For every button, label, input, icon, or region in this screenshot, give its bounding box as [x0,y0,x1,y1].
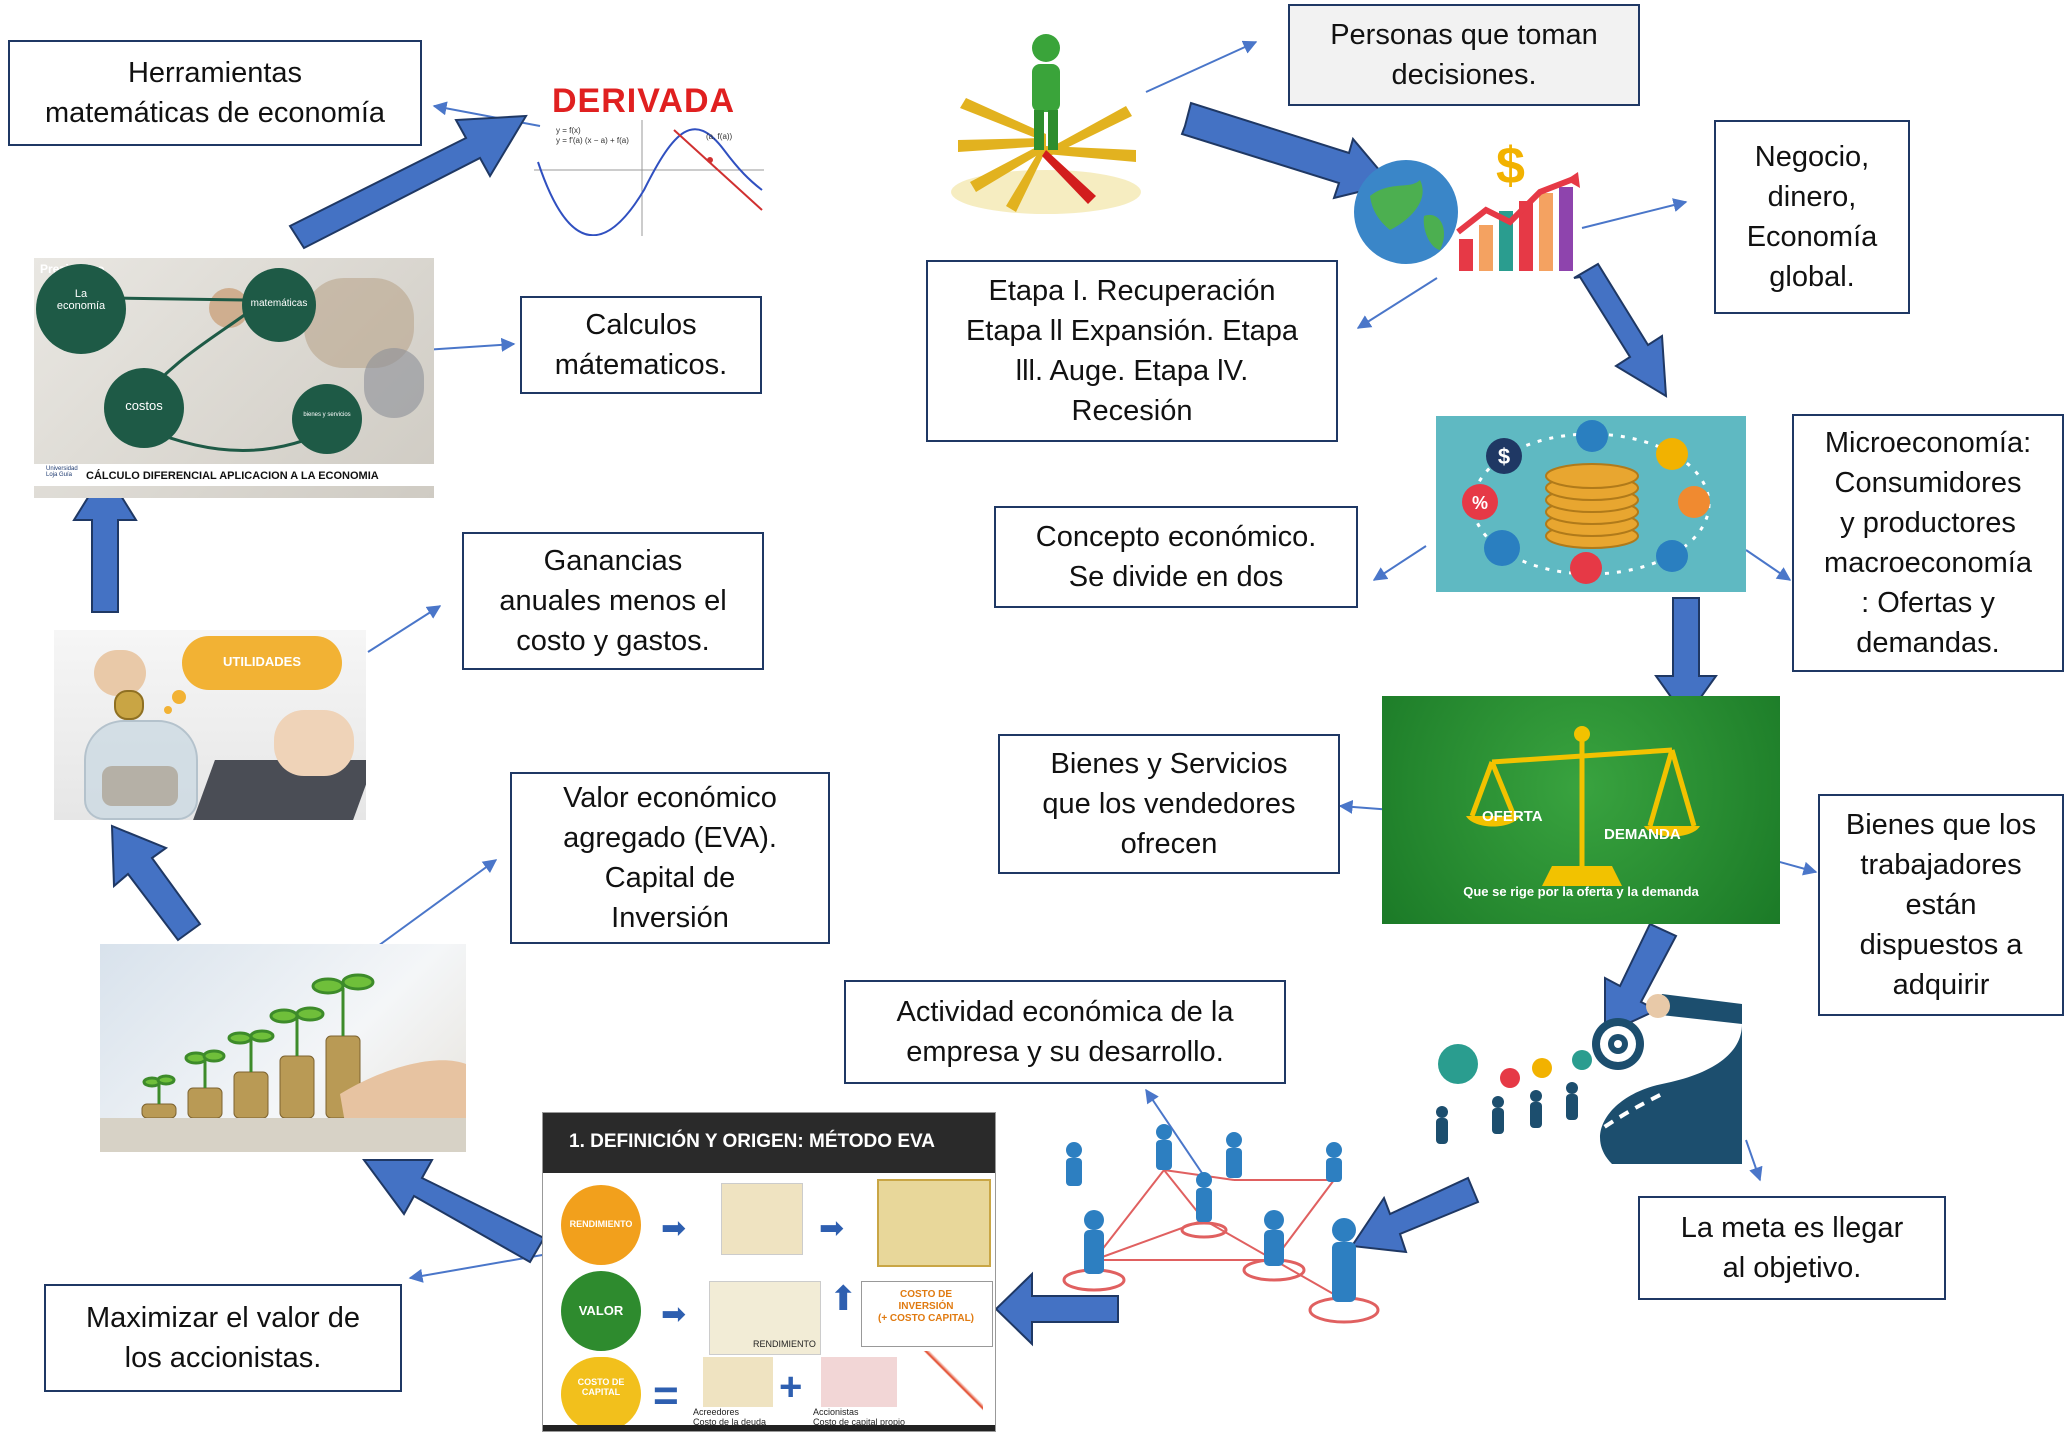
flow-arrow-7 [362,1159,546,1264]
prezi-logo: Universidad Loja Guía [46,466,78,478]
connector-meta [1745,1139,1763,1182]
goal-target-image [1412,984,1742,1164]
eva-costo-inversion: COSTO DE INVERSIÓN (+ COSTO CAPITAL) [877,1289,975,1324]
prezi-node-costos: costos [125,398,163,413]
derivada-point-label: (a, f(a)) [706,132,733,141]
derivada-title: DERIVADA [552,82,736,120]
box-herramientas: Herramientas matemáticas de economía [8,40,422,146]
box-calculos: Calculos mátematicos. [520,296,762,394]
derivada-legend-1: y = f(x) [556,126,581,135]
box-bienes-servicios: Bienes y Servicios que los vendedores of… [998,734,1340,874]
box-actividad: Actividad económica de la empresa y su d… [844,980,1286,1084]
box-meta: La meta es llegar al objetivo. [1638,1196,1946,1300]
globe-economy-image: $ [1350,140,1586,276]
connector-calculos [423,337,516,352]
utilidades-cloud-label: UTILIDADES [223,654,301,669]
connector-personas [1145,40,1258,93]
eva-circle-valor: VALOR [578,1303,624,1318]
plants-coins-image [100,944,466,1152]
flow-arrow-6 [994,1271,1119,1347]
connector-micro [1745,549,1792,581]
utilidades-image: UTILIDADES [54,630,366,820]
balanza-oferta-label: OFERTA [1482,808,1543,825]
derivada-graph [534,120,764,236]
prezi-video-image: Prezi Video La economía matemáticas cost… [34,258,434,498]
balanza-image: OFERTA DEMANDA Que se rige por la oferta… [1382,696,1780,924]
flow-arrow-10 [288,114,528,250]
box-etapas: Etapa I. Recuperación Etapa ll Expansión… [926,260,1338,442]
box-negocio: Negocio, dinero, Economía global. [1714,120,1910,314]
eva-circle-rendimiento: RENDIMIENTO [569,1219,633,1229]
connector-etapas [1356,277,1438,329]
svg-text:$: $ [1498,444,1510,469]
svg-text:%: % [1472,493,1488,513]
eva-circle-costo: COSTO DE CAPITAL [577,1377,625,1397]
flow-arrow-2 [1573,262,1668,398]
connector-valor-eva [377,859,498,947]
balanza-caption: Que se rige por la oferta y la demanda [1463,884,1699,899]
box-concepto: Concepto económico. Se divide en dos [994,506,1358,608]
box-ganancias: Ganancias anuales menos el costo y gasto… [462,532,764,670]
connector-actividad [1145,1088,1209,1183]
coins-concept-image: $ % [1436,416,1746,592]
derivada-image: DERIVADA y = f(x) y = f'(a) (x − a) + f(… [534,76,764,236]
network-people-image [1044,1110,1404,1328]
eva-slide-image: 1. DEFINICIÓN Y ORIGEN: MÉTODO EVA RENDI… [542,1112,996,1432]
box-personas: Personas que toman decisiones. [1288,4,1640,106]
eva-slide-title: 1. DEFINICIÓN Y ORIGEN: MÉTODO EVA [569,1131,935,1152]
eva-accionistas: Accionistas Costo de capital propio [813,1407,906,1427]
connector-negocio [1581,198,1688,229]
balanza-demanda-label: DEMANDA [1604,826,1681,843]
prezi-caption: CÁLCULO DIFERENCIAL APLICACION A LA ECON… [86,470,379,482]
prezi-node-economia: La economía [56,288,106,312]
decision-person-image [946,22,1146,222]
box-valor-eva: Valor económico agregado (EVA). Capital … [510,772,830,944]
prezi-node-bienes: bienes y servicios [303,412,351,418]
connector-concepto [1372,545,1427,581]
eva-label-rendimiento: RENDIMIENTO [753,1339,816,1349]
dollar-icon: $ [1496,140,1525,195]
box-bienes-trabajadores: Bienes que los trabajadores están dispue… [1818,794,2064,1016]
box-micro: Microeconomía: Consumidores y productore… [1792,414,2064,672]
box-maximizar: Maximizar el valor de los accionistas. [44,1284,402,1392]
prezi-node-matematicas: matemáticas [250,298,308,309]
connector-ganancias [367,605,442,653]
flow-arrow-5 [1350,1176,1480,1254]
eva-acreedores: Acreedores Costo de la deuda [693,1407,767,1427]
derivada-legend-2: y = f'(a) (x − a) + f(a) [556,136,629,145]
flow-arrow-8 [110,824,202,942]
